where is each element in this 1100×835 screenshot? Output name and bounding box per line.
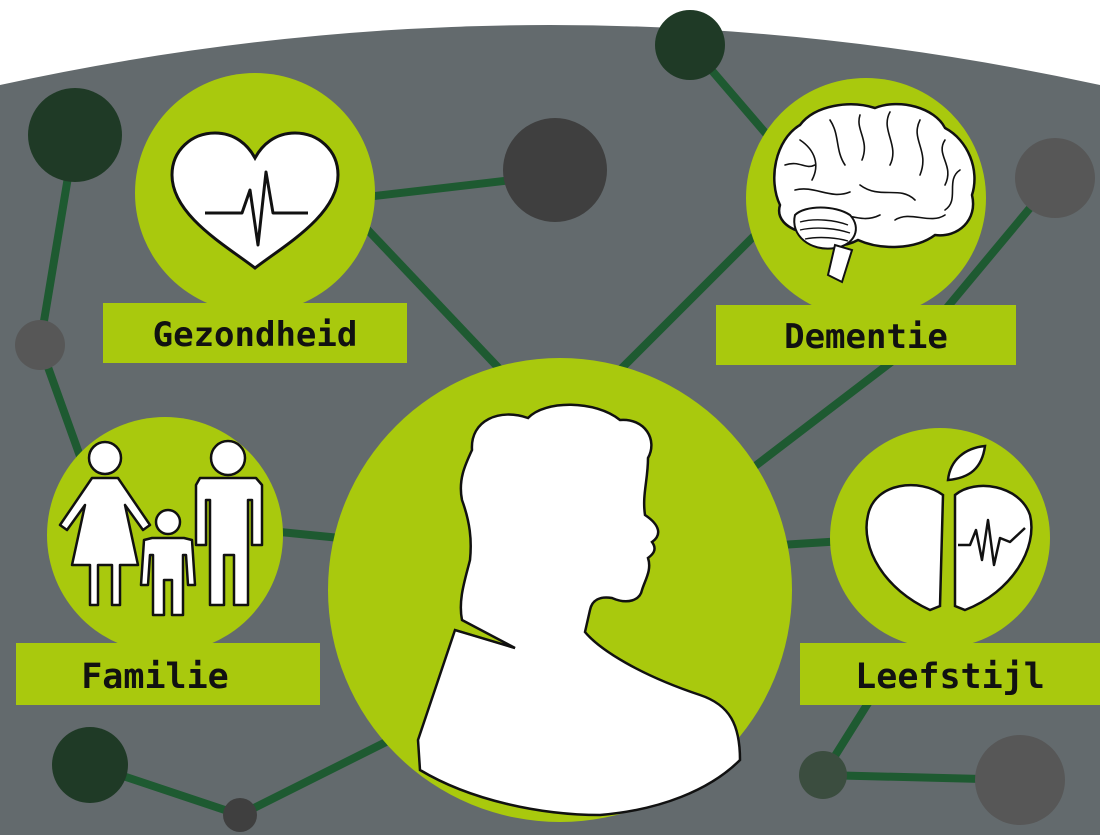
node-top-right bbox=[1015, 138, 1095, 218]
topic-gezondheid: Gezondheid bbox=[103, 73, 407, 363]
node-top-left bbox=[28, 88, 122, 182]
node-bottom-left-small bbox=[223, 798, 257, 832]
nodes bbox=[15, 10, 1095, 832]
topic-familie-label: Familie bbox=[81, 657, 229, 697]
topic-gezondheid-label: Gezondheid bbox=[153, 315, 358, 355]
topic-dementie-label: Dementie bbox=[784, 317, 948, 357]
collar-line bbox=[454, 629, 516, 649]
topic-leefstijl: Leefstijl bbox=[800, 428, 1100, 705]
topic-leefstijl-label: Leefstijl bbox=[855, 657, 1045, 697]
node-bottom-right-small bbox=[799, 751, 847, 799]
topic-gezondheid-label-bg bbox=[103, 303, 407, 363]
brain-icon bbox=[773, 102, 976, 284]
topic-dementie: Dementie bbox=[716, 78, 1016, 365]
topic-familie-label-bg bbox=[16, 643, 320, 705]
family-icon bbox=[58, 439, 264, 617]
apple-heart-pulse-icon bbox=[865, 444, 1033, 612]
center-person bbox=[328, 358, 792, 822]
heart-pulse-icon bbox=[170, 131, 340, 270]
topic-dementie-label-bg bbox=[716, 305, 1016, 365]
node-left-middle bbox=[15, 320, 65, 370]
topic-leefstijl-label-bg bbox=[800, 643, 1100, 705]
node-gray-top-center bbox=[503, 118, 607, 222]
node-top-center bbox=[655, 10, 725, 80]
node-bottom-right bbox=[975, 735, 1065, 825]
node-bottom-left bbox=[52, 727, 128, 803]
topic-familie: Familie bbox=[16, 417, 320, 705]
connector-center-dementie bbox=[616, 216, 774, 374]
